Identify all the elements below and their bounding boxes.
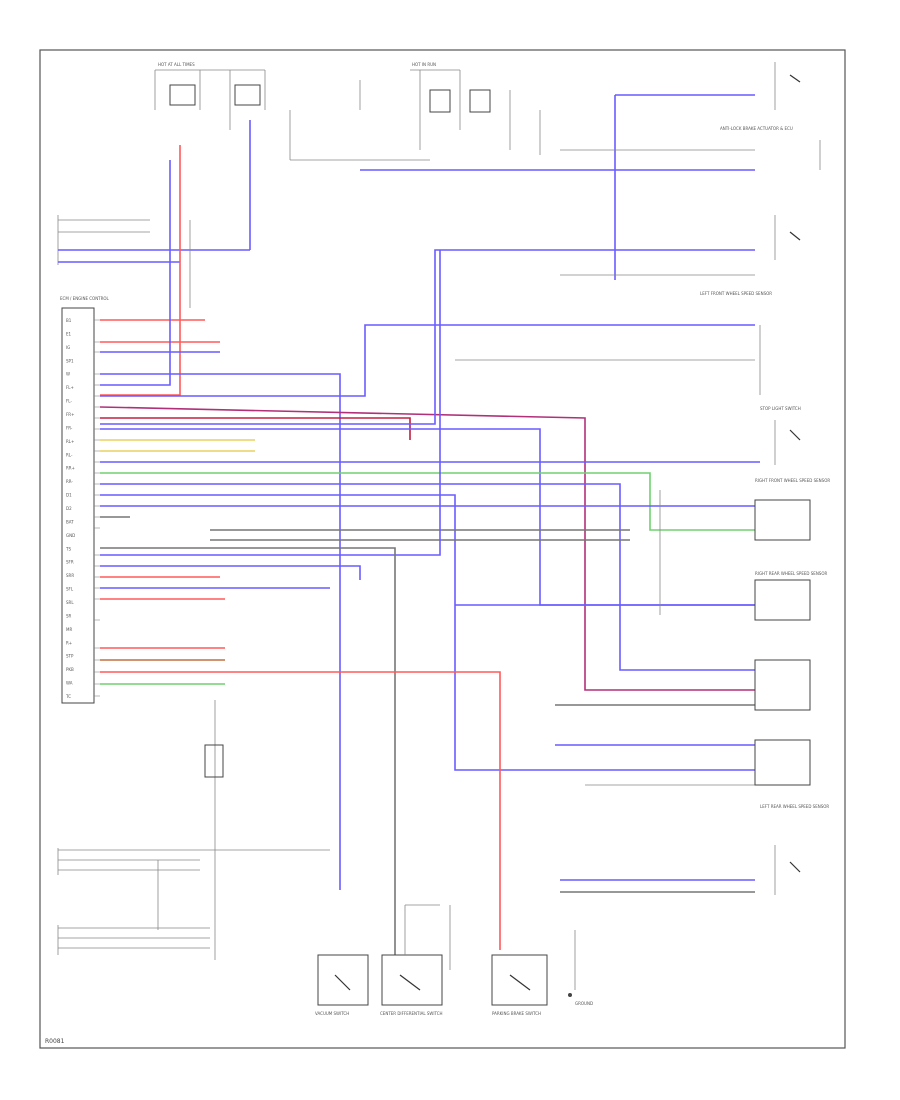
ecm-pin-label: D2 bbox=[66, 506, 72, 511]
ecm-pin-label: FL- bbox=[66, 399, 72, 404]
ecm-pin-label: SP1 bbox=[66, 358, 74, 363]
ecm-pin-label: E1 bbox=[66, 331, 72, 336]
ecm-pin-label: MR bbox=[66, 627, 72, 632]
ecm-pin-label: SRR bbox=[66, 573, 74, 578]
ecm-pin-label: FR+ bbox=[66, 412, 74, 417]
ecm-pin-label: B1 bbox=[66, 318, 72, 323]
lf-sensor-label: LEFT FRONT WHEEL SPEED SENSOR bbox=[700, 291, 772, 296]
wire-harness bbox=[99, 94, 760, 990]
ecm-pin-label: BAT bbox=[66, 519, 74, 524]
ecm-pin-label: SRL bbox=[66, 600, 74, 605]
footer-code: R0081 bbox=[45, 1038, 65, 1045]
switch-2-label: CENTER DIFFERENTIAL SWITCH bbox=[380, 1011, 443, 1016]
diagram-frame bbox=[39, 49, 846, 1049]
lr-sensor-label: LEFT REAR WHEEL SPEED SENSOR bbox=[760, 804, 829, 809]
ecm-pin-label: FL+ bbox=[66, 385, 74, 390]
ecm-pin-label: STP bbox=[66, 654, 74, 659]
bottom-switches: VACUUM SWITCH CENTER DIFFERENTIAL SWITCH… bbox=[315, 904, 593, 1016]
ecm-pin-label: W bbox=[66, 372, 70, 377]
ecm-pin-label: SFL bbox=[66, 587, 74, 592]
ecm-label: ECM / ENGINE CONTROL bbox=[60, 296, 110, 301]
bottom-left-connectors bbox=[57, 700, 330, 960]
ecm-block: ECM / ENGINE CONTROL bbox=[60, 296, 110, 704]
ecm-pin-label: D1 bbox=[66, 493, 72, 498]
abs-unit-label: ANTI-LOCK BRAKE ACTUATOR & ECU bbox=[720, 126, 793, 131]
ecm-pin-label: SR bbox=[66, 613, 72, 618]
right-components: ANTI-LOCK BRAKE ACTUATOR & ECU LEFT FRON… bbox=[700, 62, 830, 895]
ecm-pin-label: IG bbox=[66, 345, 70, 350]
ecm-pin-label: FR- bbox=[66, 425, 73, 430]
upper-left-connectors bbox=[57, 215, 250, 308]
ecm-pin-label: TC bbox=[65, 694, 71, 699]
ecm-pin-label: RL- bbox=[66, 452, 73, 457]
ecm-pin-label: R+ bbox=[66, 640, 72, 645]
rr-sensor-label: RIGHT REAR WHEEL SPEED SENSOR bbox=[755, 571, 827, 576]
ecm-pin-label: PKB bbox=[66, 667, 74, 672]
ecm-pin-label: RR+ bbox=[66, 466, 75, 471]
brake-switch-label: STOP LIGHT SWITCH bbox=[760, 406, 801, 411]
ecm-pin-label: GND bbox=[66, 533, 75, 538]
ecm-pin-label: RR- bbox=[66, 479, 73, 484]
top-hot-run-label: HOT IN RUN bbox=[412, 62, 436, 67]
switch-3-label: PARKING BRAKE SWITCH bbox=[492, 1011, 541, 1016]
ecm-pin-label: RL+ bbox=[66, 439, 74, 444]
rf-sensor-label: RIGHT FRONT WHEEL SPEED SENSOR bbox=[755, 478, 830, 483]
top-fuse-block: HOT AT ALL TIMES HOT IN RUN bbox=[154, 62, 541, 161]
ecm-pin-label: WA bbox=[66, 681, 73, 686]
ecm-pin-label: SFR bbox=[66, 560, 74, 565]
switch-1-label: VACUUM SWITCH bbox=[315, 1011, 349, 1016]
ecm-pin-label: TS bbox=[65, 546, 71, 551]
ground-label: GROUND bbox=[575, 1001, 593, 1006]
top-left-fuse-label: HOT AT ALL TIMES bbox=[158, 62, 195, 67]
